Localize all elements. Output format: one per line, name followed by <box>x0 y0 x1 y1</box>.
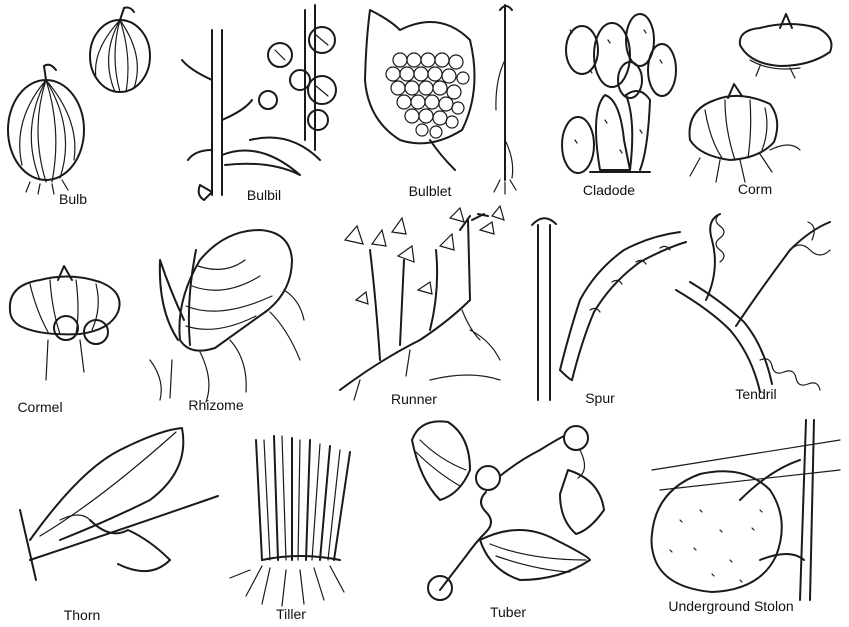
bulb-illustration <box>8 8 150 195</box>
cladode-illustration <box>562 14 676 173</box>
thorn-illustration <box>20 428 218 580</box>
label-bulb: Bulb <box>59 191 87 207</box>
tendril-illustration <box>676 214 830 392</box>
runner-illustration <box>340 206 504 400</box>
bulblet-illustration <box>365 5 516 194</box>
rhizome-illustration <box>150 230 304 402</box>
label-bulbil: Bulbil <box>247 187 281 203</box>
label-tendril: Tendril <box>735 386 776 402</box>
label-runner: Runner <box>391 391 437 407</box>
bulbil-illustration <box>182 5 336 200</box>
label-tuber: Tuber <box>490 604 526 620</box>
label-thorn: Thorn <box>64 607 101 623</box>
label-bulblet: Bulblet <box>409 183 452 199</box>
label-underground-stolon: Underground Stolon <box>668 598 793 614</box>
spur-illustration <box>532 218 686 400</box>
label-corm: Corm <box>738 181 772 197</box>
label-cormel: Cormel <box>17 399 62 415</box>
label-tiller: Tiller <box>276 606 306 622</box>
label-rhizome: Rhizome <box>188 397 243 413</box>
underground-stolon-illustration <box>652 420 841 600</box>
label-cladode: Cladode <box>583 182 635 198</box>
tiller-illustration <box>230 436 350 606</box>
cormel-illustration <box>10 266 120 380</box>
label-spur: Spur <box>585 390 615 406</box>
corm-illustration <box>690 14 832 182</box>
tuber-illustration <box>412 421 604 600</box>
